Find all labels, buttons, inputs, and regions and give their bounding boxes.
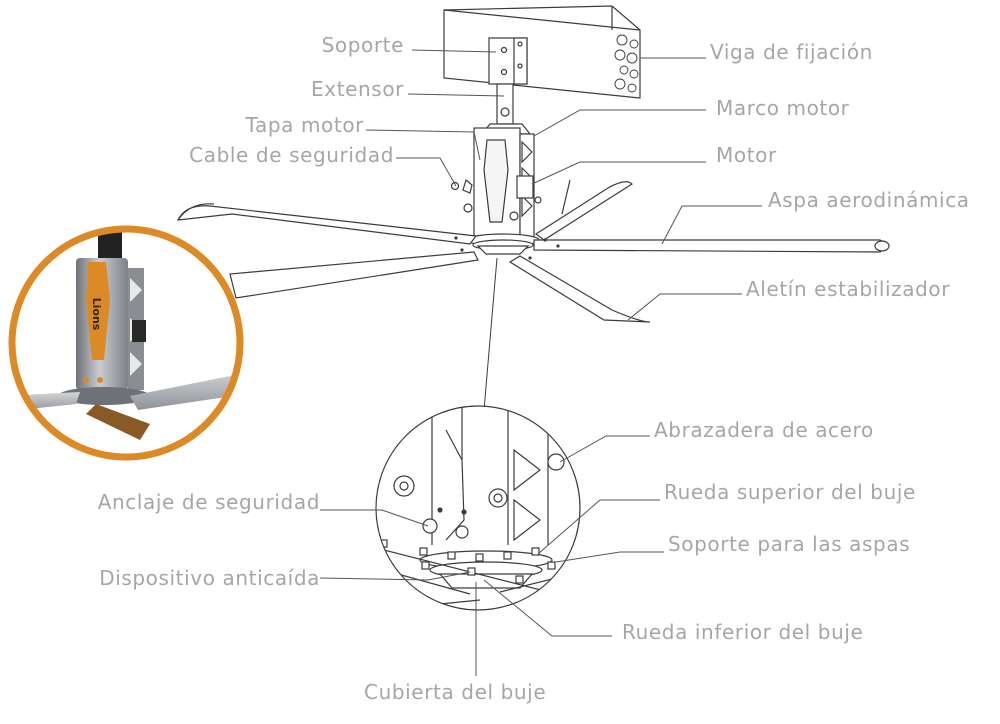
inset-photo [8, 225, 244, 461]
label-soporte-aspas: Soporte para las aspas [668, 532, 911, 556]
blades [176, 179, 890, 323]
detail-zoom-circle [375, 405, 581, 611]
label-abrazadera-acero: Abrazadera de acero [654, 418, 874, 442]
motor-housing [450, 127, 542, 239]
label-soporte: Soporte [321, 33, 404, 57]
bracket-and-extensor [480, 37, 532, 135]
label-extensor: Extensor [311, 77, 404, 101]
brand-logo-text: Lions [90, 297, 103, 331]
label-aspa-aerodinamica: Aspa aerodinámica [768, 188, 970, 212]
label-rueda-inferior: Rueda inferior del buje [622, 620, 864, 644]
hub [466, 233, 540, 255]
label-dispositivo-anticaida: Dispositivo anticaída [99, 566, 320, 590]
leader-lines [319, 49, 762, 676]
detail-connector-line [483, 257, 498, 411]
label-viga-fijacion: Viga de fijación [710, 40, 873, 64]
label-tapa-motor: Tapa motor [245, 113, 364, 137]
label-anclaje-seguridad: Anclaje de seguridad [97, 490, 320, 514]
label-cubierta-buje: Cubierta del buje [364, 680, 547, 704]
beam-end-holes [614, 34, 639, 93]
label-rueda-superior: Rueda superior del buje [664, 480, 916, 504]
label-cable-seguridad: Cable de seguridad [189, 143, 394, 167]
label-marco-motor: Marco motor [716, 96, 850, 120]
mounting-beam [443, 5, 641, 99]
label-aleton-estabilizador: Aletín estabilizador [746, 277, 951, 301]
label-motor: Motor [716, 143, 777, 167]
